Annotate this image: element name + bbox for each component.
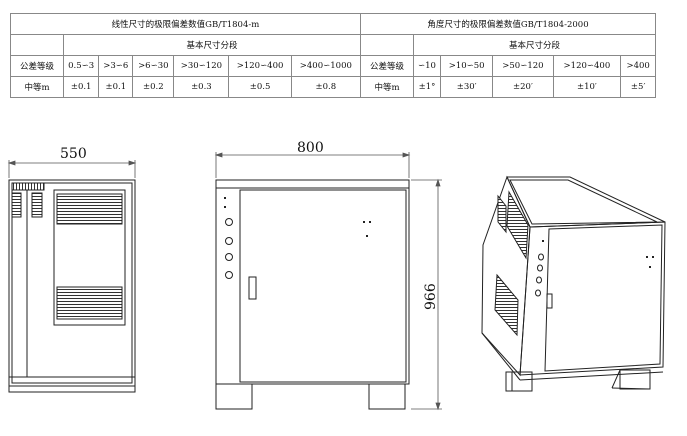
iso-door-handle bbox=[546, 293, 553, 309]
height-label: 966 bbox=[423, 283, 439, 310]
linear-tolerance-table: 线性尺寸的极限偏差数值GB/T1804-m 基本尺寸分段 公差等级 0.5∽3 … bbox=[10, 13, 362, 98]
iso-left-foot bbox=[505, 371, 533, 392]
angular-value-row: 中等m ±1° ±30′ ±20′ ±10′ ±5′ bbox=[360, 76, 656, 98]
angular-value-cell: ±10′ bbox=[552, 76, 622, 98]
cabinet-front-body bbox=[215, 179, 410, 385]
left-foot bbox=[215, 383, 253, 410]
vent-grille-lower bbox=[56, 286, 123, 320]
cabinet-door bbox=[239, 189, 407, 383]
small-vent bbox=[11, 192, 22, 218]
cabinet-front-face bbox=[519, 221, 666, 376]
indicator-lamp bbox=[225, 237, 233, 245]
iso-vent-lower bbox=[494, 273, 519, 337]
angular-class-label: 中等m bbox=[360, 76, 414, 98]
side-view: 550 bbox=[7, 146, 137, 393]
iso-indicator-lamp bbox=[537, 264, 543, 272]
indicator-lamp bbox=[225, 218, 233, 226]
linear-range-row: 公差等级 0.5∽3 >3∽6 >6∽30 >30∽120 >120∽400 >… bbox=[10, 55, 362, 77]
angular-value-cell: ±30′ bbox=[439, 76, 494, 98]
angular-range-cell: >10∽50 bbox=[439, 55, 494, 77]
side-width-dimension bbox=[7, 160, 137, 178]
indicator-lamp bbox=[225, 253, 233, 261]
angular-value-cell: ±20′ bbox=[492, 76, 554, 98]
height-dimension bbox=[411, 178, 442, 411]
cabinet-top-face bbox=[506, 176, 666, 228]
isometric-view bbox=[481, 175, 666, 392]
door-handle bbox=[248, 276, 257, 300]
right-foot bbox=[368, 383, 406, 410]
linear-value-cell: ±0.1 bbox=[62, 76, 100, 98]
vent-grille-upper bbox=[56, 193, 123, 225]
iso-door bbox=[544, 224, 663, 372]
front-width-dimension bbox=[214, 152, 411, 178]
iso-indicator-lamp bbox=[538, 253, 544, 261]
angular-tolerance-table: 角度尺寸的极限偏差数值GB/T1804-2000 基本尺寸分段 公差等级 ∽10… bbox=[360, 13, 656, 98]
linear-value-cell: ±0.8 bbox=[290, 76, 362, 98]
linear-value-row: 中等m ±0.1 ±0.1 ±0.2 ±0.3 ±0.5 ±0.8 bbox=[10, 76, 362, 98]
indicator-lamp bbox=[225, 271, 233, 279]
linear-value-cell: ±0.5 bbox=[228, 76, 292, 98]
top-vent-strip bbox=[11, 182, 45, 191]
iso-indicator-lamp bbox=[536, 276, 542, 284]
iso-vent-upper bbox=[506, 190, 529, 260]
front-view: 800 966 bbox=[214, 140, 442, 411]
iso-indicator-lamp bbox=[535, 289, 541, 297]
front-width-label: 800 bbox=[297, 140, 324, 156]
vent-panel bbox=[53, 189, 126, 326]
small-vent bbox=[31, 192, 43, 218]
cabinet-side-face bbox=[481, 175, 531, 377]
side-width-label: 550 bbox=[60, 146, 87, 162]
angular-value-cell: ±5′ bbox=[620, 76, 656, 98]
